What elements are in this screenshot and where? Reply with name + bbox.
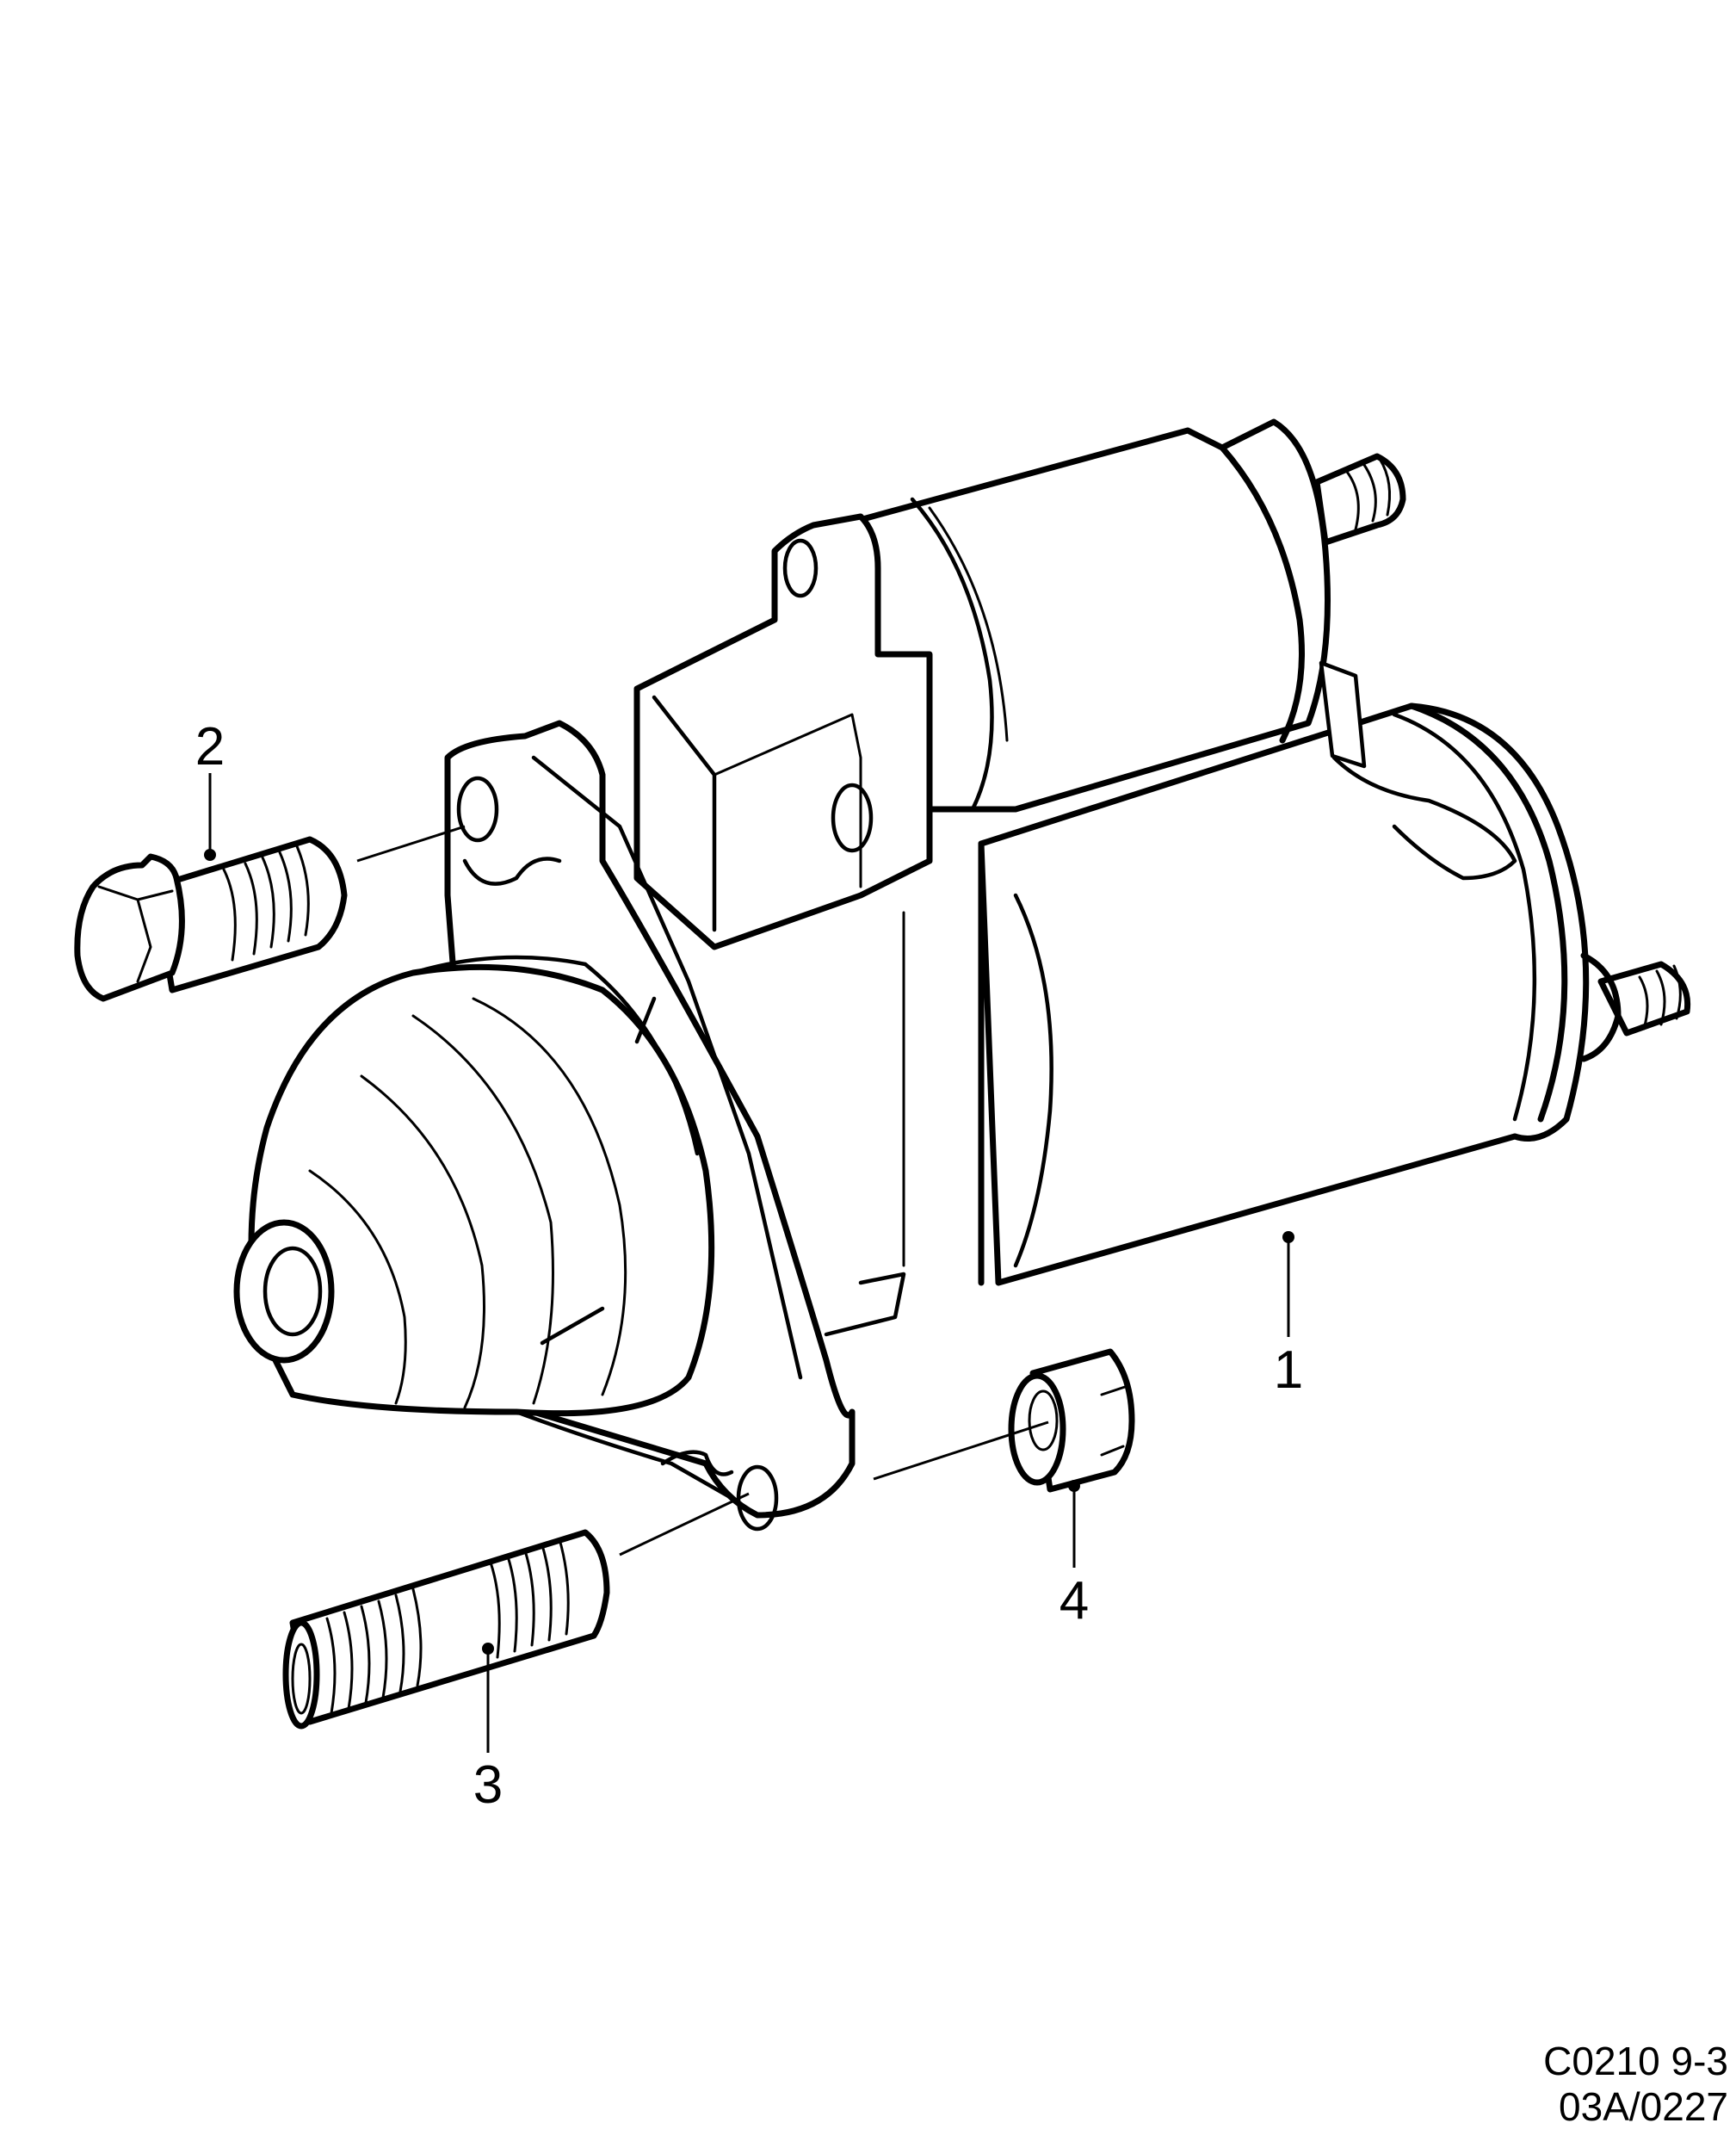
callout-label-3: 3 [473,1755,503,1815]
callout-label-2: 2 [195,717,225,777]
starter-motor-drawing [233,418,1691,1532]
callout-1: 1 [1274,1231,1303,1400]
reference-code-line2: 03A/0227 [1559,2084,1728,2129]
callout-4: 4 [1060,1480,1089,1631]
callout-label-4: 4 [1060,1571,1089,1631]
callout-3: 3 [473,1643,503,1815]
reference-code-line1: C0210 9-3 [1543,2039,1728,2083]
callout-label-1: 1 [1274,1340,1303,1400]
hex-bolt-drawing [74,825,466,1002]
callout-2: 2 [195,717,225,861]
flange-nut-drawing [873,1348,1135,1493]
stud-drawing [282,1492,750,1730]
